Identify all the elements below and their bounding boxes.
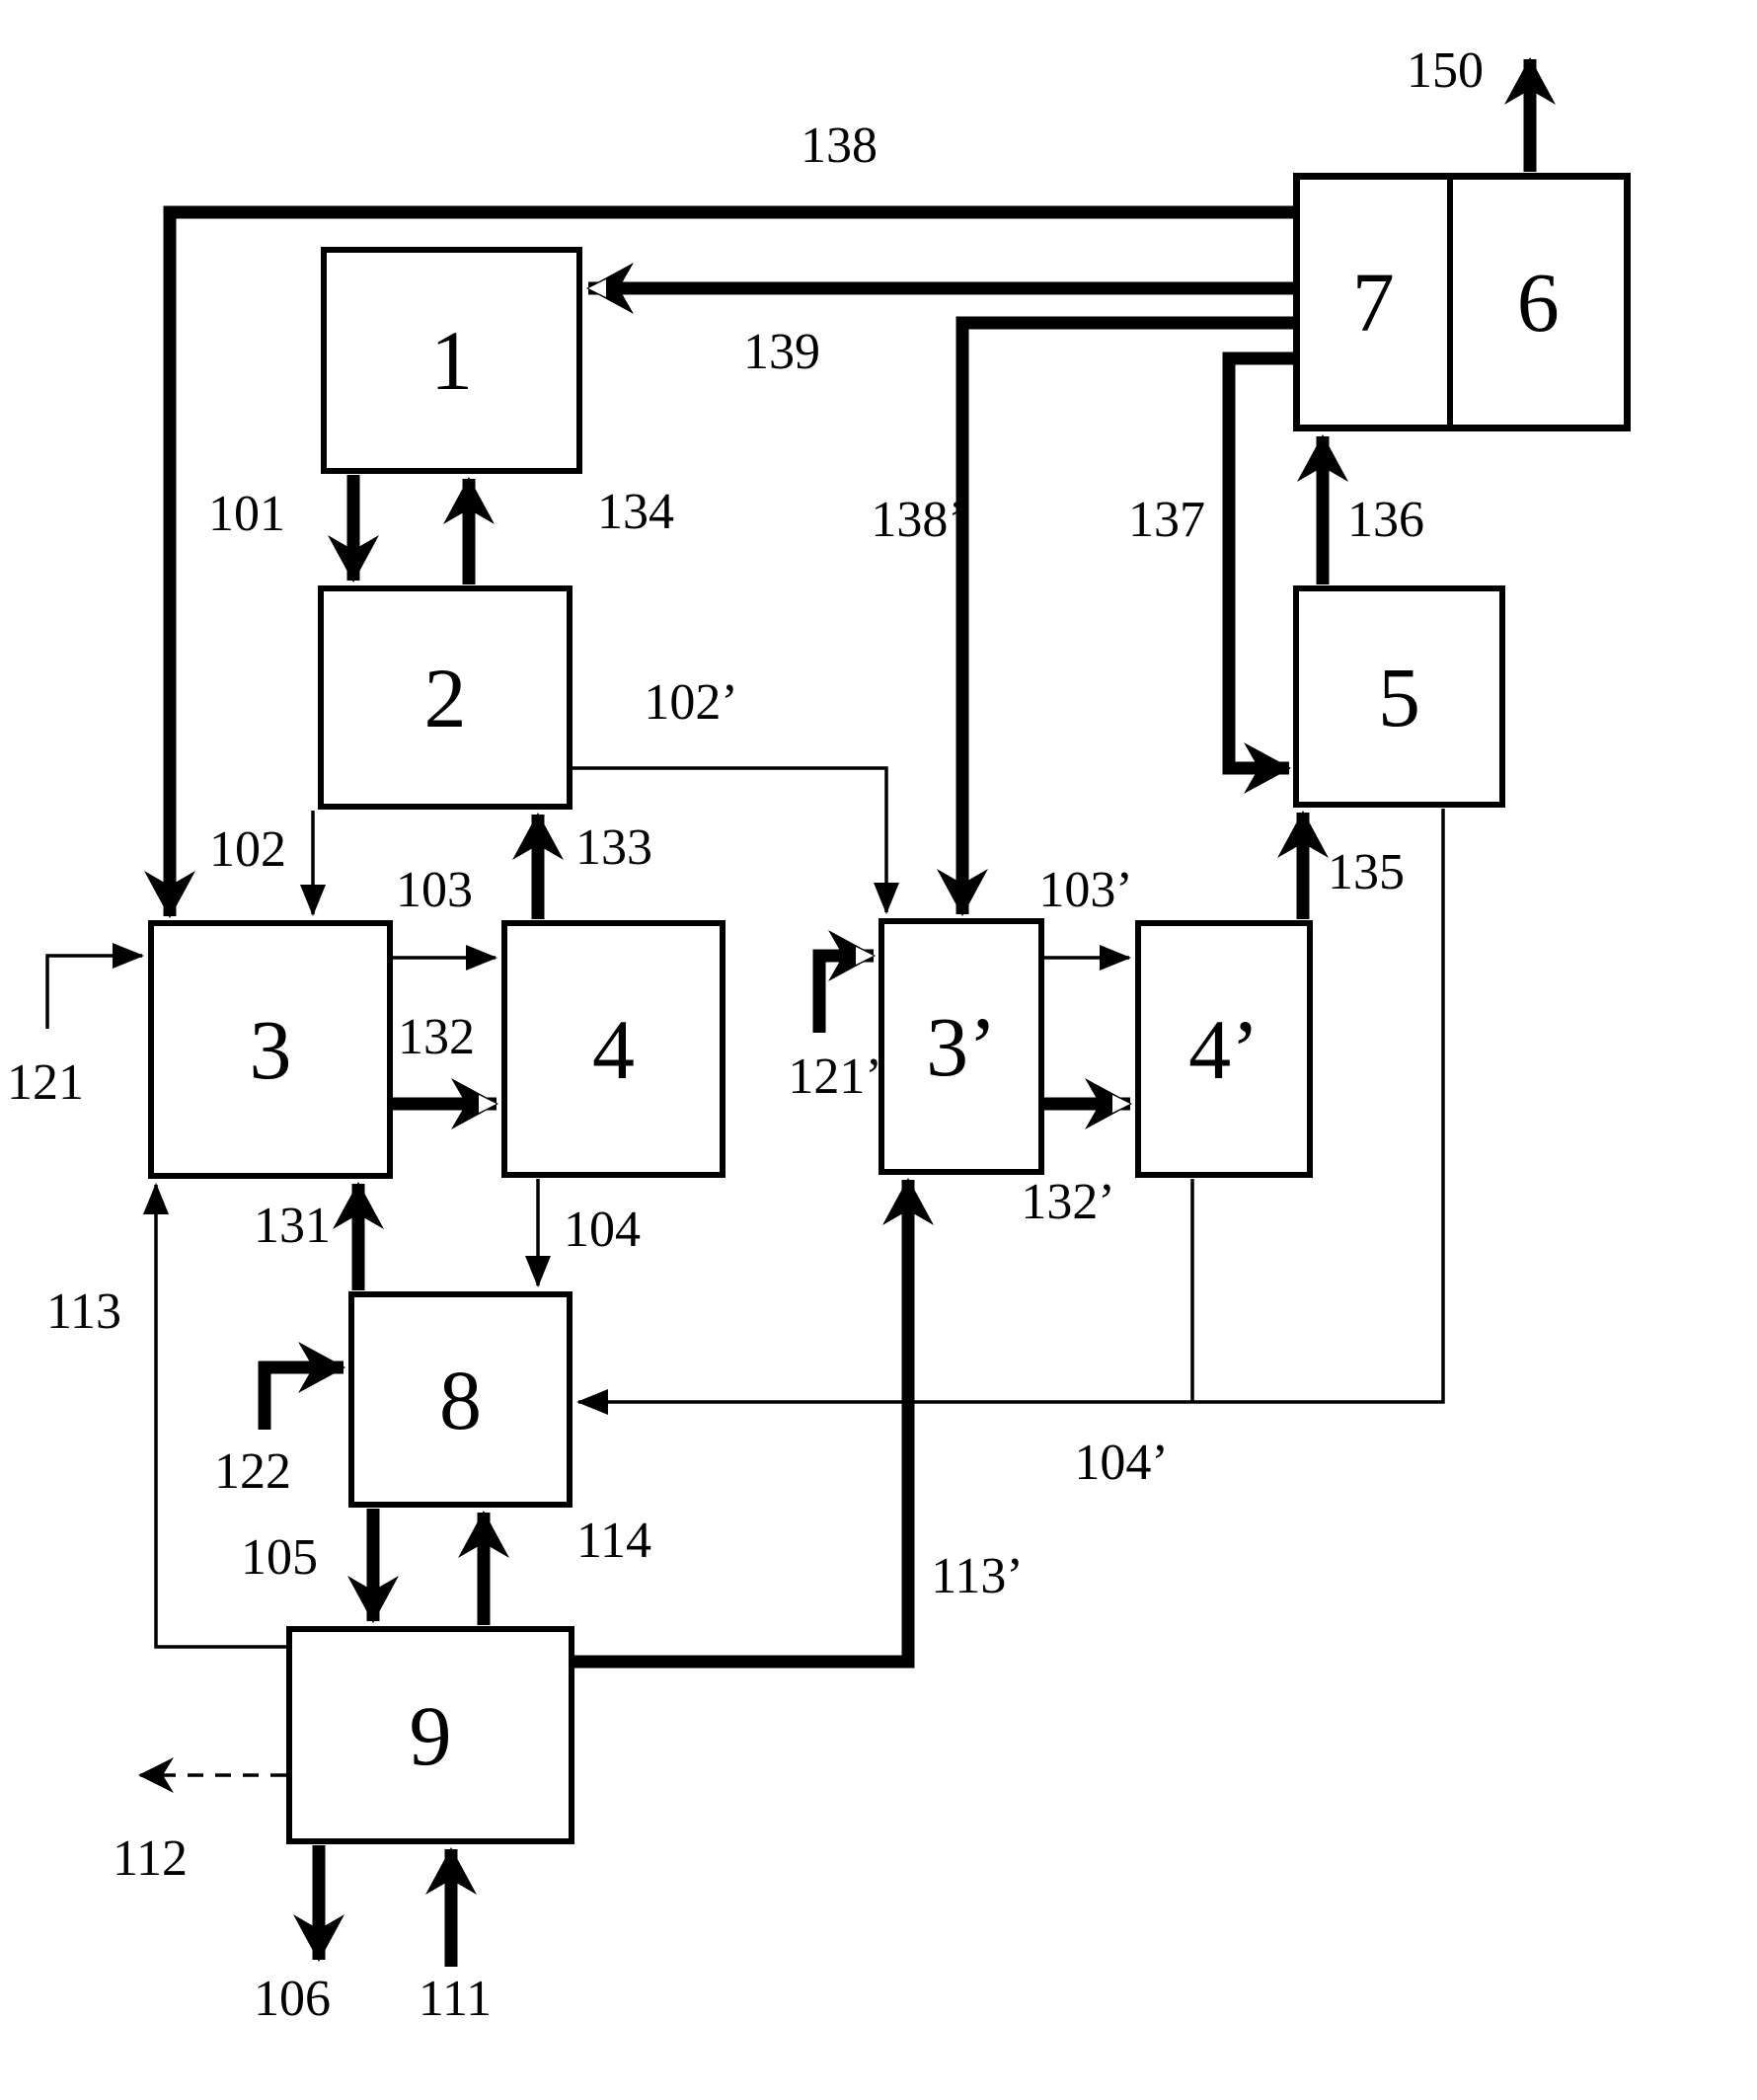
stream-label-112: 112: [112, 1830, 189, 1887]
unit-box-label-unit-3: 3: [249, 1002, 292, 1097]
stream-label-132: 132: [398, 1009, 475, 1065]
stream-label-139: 139: [743, 324, 820, 380]
stream-label-102-prime: 102’: [644, 674, 738, 731]
unit-box-label-unit-9: 9: [409, 1687, 452, 1783]
unit-box-label-cell-7: 7: [1351, 255, 1395, 350]
stream-label-104-prime: 104’: [1074, 1435, 1169, 1491]
unit-box-unit-8: 8: [348, 1291, 573, 1508]
stream-label-105: 105: [241, 1529, 318, 1586]
stream-label-113: 113: [45, 1283, 122, 1340]
unit-box-label-unit-5: 5: [1378, 649, 1420, 744]
unit-box-unit-1: 1: [321, 247, 582, 474]
stream-label-113-prime: 113’: [931, 1548, 1024, 1604]
stream-label-133: 133: [575, 819, 652, 876]
stream-label-121-prime: 121’: [788, 1049, 882, 1105]
stream-line-121-prime: [812, 930, 876, 1033]
unit-box-unit-5: 5: [1293, 585, 1505, 808]
stream-line-138-prime: [937, 316, 1293, 916]
stream-line-137: [1222, 351, 1293, 794]
unit-box-unit-4-prime: 4’: [1135, 920, 1313, 1178]
stream-label-138-prime: 138’: [871, 492, 965, 548]
unit-box-unit-9: 9: [286, 1626, 574, 1844]
unit-box-label-unit-4: 4: [592, 1001, 635, 1097]
stream-label-137: 137: [1128, 492, 1205, 548]
unit-box-unit-3: 3: [148, 920, 393, 1179]
stream-label-136: 136: [1347, 492, 1424, 548]
unit-box-label-cell-6: 6: [1516, 255, 1560, 350]
unit-box-label-unit-2: 2: [423, 650, 467, 745]
unit-box-cell-6: 6: [1453, 180, 1624, 425]
stream-label-134: 134: [597, 484, 674, 540]
unit-box-unit-2: 2: [318, 585, 573, 810]
stream-label-103: 103: [396, 862, 473, 918]
stream-label-106: 106: [254, 1971, 331, 2027]
stream-label-104: 104: [564, 1202, 641, 1258]
stream-line-122: [258, 1342, 345, 1430]
stream-label-102: 102: [209, 821, 286, 878]
stream-label-114: 114: [575, 1513, 652, 1569]
unit-box-unit-3-prime: 3’: [878, 918, 1044, 1175]
stream-label-121: 121: [7, 1054, 84, 1111]
stream-line-121: [45, 943, 144, 1029]
stream-label-122: 122: [214, 1443, 291, 1500]
stream-label-135: 135: [1328, 844, 1405, 900]
unit-box-label-unit-4-prime: 4’: [1188, 1001, 1260, 1097]
unit-box-unit-4: 4: [501, 920, 726, 1178]
stream-label-111: 111: [418, 1971, 493, 2027]
unit-box-cell-7: 7: [1300, 180, 1453, 425]
stream-label-150: 150: [1407, 42, 1484, 99]
stream-label-132-prime: 132’: [1021, 1174, 1115, 1230]
unit-box-label-unit-3-prime: 3’: [926, 999, 997, 1094]
unit-box-label-unit-1: 1: [430, 313, 473, 408]
stream-label-138: 138: [801, 117, 878, 174]
stream-label-103-prime: 103’: [1038, 862, 1133, 918]
stream-label-131: 131: [254, 1198, 331, 1254]
unit-box-label-unit-8: 8: [439, 1352, 482, 1447]
stream-label-101: 101: [208, 486, 285, 542]
